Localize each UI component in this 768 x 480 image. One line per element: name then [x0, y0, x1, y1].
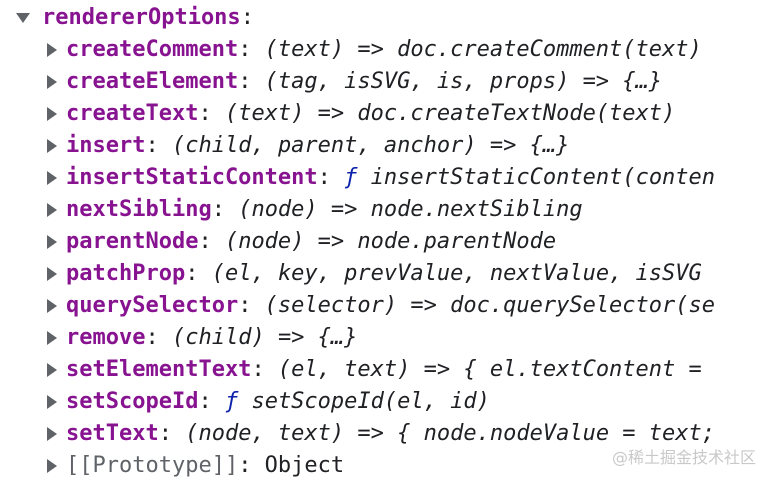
property-key: setScopeId: [66, 389, 199, 414]
property-row-setText[interactable]: setText: (node, text) => { node.nodeValu…: [0, 418, 768, 450]
collapsed-triangle-icon[interactable]: [47, 139, 57, 153]
property-row-prototype[interactable]: [[Prototype]]: Object: [0, 450, 768, 480]
property-colon: :: [238, 293, 252, 318]
collapsed-triangle-icon[interactable]: [47, 427, 57, 441]
property-colon: :: [198, 101, 212, 126]
property-key: insertStaticContent: [66, 165, 318, 190]
property-key: createElement: [66, 69, 239, 94]
property-colon: :: [158, 421, 172, 446]
property-row-createElement[interactable]: createElement: (tag, isSVG, is, props) =…: [0, 66, 768, 98]
property-value: setScopeId(el, id): [238, 389, 490, 414]
property-colon: :: [317, 165, 331, 190]
property-row-setElementText[interactable]: setElementText: (el, text) => { el.textC…: [0, 354, 768, 386]
function-keyword: ƒ: [211, 389, 239, 414]
collapsed-triangle-icon[interactable]: [47, 299, 57, 313]
property-row-createText[interactable]: createText: (text) => doc.createTextNode…: [0, 98, 768, 130]
root-colon: :: [240, 5, 254, 30]
collapsed-triangle-icon[interactable]: [47, 203, 57, 217]
property-key: patchProp: [66, 261, 186, 286]
expand-triangle-icon[interactable]: [16, 13, 30, 23]
property-key: parentNode: [66, 229, 199, 254]
property-value: (el, key, prevValue, nextValue, isSVG: [198, 261, 702, 286]
property-colon: :: [238, 37, 252, 62]
prototype-key: [[Prototype]]: [66, 453, 239, 478]
collapsed-triangle-icon[interactable]: [47, 459, 57, 473]
property-value: insertStaticContent(conten: [357, 165, 716, 190]
property-colon: :: [211, 197, 225, 222]
property-row-createComment[interactable]: createComment: (text) => doc.createComme…: [0, 34, 768, 66]
prototype-colon: :: [238, 453, 252, 478]
property-key: remove: [66, 325, 146, 350]
property-colon: :: [198, 229, 212, 254]
property-row-insertStaticContent[interactable]: insertStaticContent: ƒ insertStaticConte…: [0, 162, 768, 194]
object-root-row[interactable]: rendererOptions:: [0, 2, 768, 34]
property-row-remove[interactable]: remove: (child) => {…}: [0, 322, 768, 354]
property-colon: :: [145, 325, 159, 350]
prototype-value: Object: [251, 453, 345, 478]
watermark-text: @稀土掘金技术社区: [611, 448, 756, 467]
root-key: rendererOptions: [42, 5, 241, 30]
collapsed-triangle-icon[interactable]: [47, 363, 57, 377]
property-value: (node) => node.parentNode: [211, 229, 557, 254]
collapsed-triangle-icon[interactable]: [47, 43, 57, 57]
property-key: createComment: [66, 37, 239, 62]
property-value: (node) => node.nextSibling: [224, 197, 583, 222]
property-value: (el, text) => { el.textContent =: [264, 357, 702, 382]
property-key: setText: [66, 421, 159, 446]
property-colon: :: [145, 133, 159, 158]
property-key: createText: [66, 101, 199, 126]
property-colon: :: [251, 357, 265, 382]
property-colon: :: [238, 69, 252, 94]
property-colon: :: [198, 389, 212, 414]
property-row-insert[interactable]: insert: (child, parent, anchor) => {…}: [0, 130, 768, 162]
collapsed-triangle-icon[interactable]: [47, 395, 57, 409]
property-value: (tag, isSVG, is, props) => {…}: [251, 69, 663, 94]
property-value: (selector) => doc.querySelector(se: [251, 293, 716, 318]
property-row-patchProp[interactable]: patchProp: (el, key, prevValue, nextValu…: [0, 258, 768, 290]
property-value: (text) => doc.createComment(text): [251, 37, 702, 62]
collapsed-triangle-icon[interactable]: [47, 267, 57, 281]
collapsed-triangle-icon[interactable]: [47, 235, 57, 249]
property-row-nextSibling[interactable]: nextSibling: (node) => node.nextSibling: [0, 194, 768, 226]
collapsed-triangle-icon[interactable]: [47, 75, 57, 89]
collapsed-triangle-icon[interactable]: [47, 171, 57, 185]
property-value: (child, parent, anchor) => {…}: [158, 133, 570, 158]
property-value: (child) => {…}: [158, 325, 358, 350]
property-row-setScopeId[interactable]: setScopeId: ƒ setScopeId(el, id): [0, 386, 768, 418]
property-row-parentNode[interactable]: parentNode: (node) => node.parentNode: [0, 226, 768, 258]
property-key: insert: [66, 133, 146, 158]
property-key: nextSibling: [66, 197, 212, 222]
property-colon: :: [185, 261, 199, 286]
collapsed-triangle-icon[interactable]: [47, 331, 57, 345]
collapsed-triangle-icon[interactable]: [47, 107, 57, 121]
property-row-querySelector[interactable]: querySelector: (selector) => doc.querySe…: [0, 290, 768, 322]
property-key: setElementText: [66, 357, 252, 382]
function-keyword: ƒ: [330, 165, 358, 190]
property-value: (node, text) => { node.nodeValue = text;: [171, 421, 716, 446]
property-key: querySelector: [66, 293, 239, 318]
property-value: (text) => doc.createTextNode(text): [211, 101, 676, 126]
